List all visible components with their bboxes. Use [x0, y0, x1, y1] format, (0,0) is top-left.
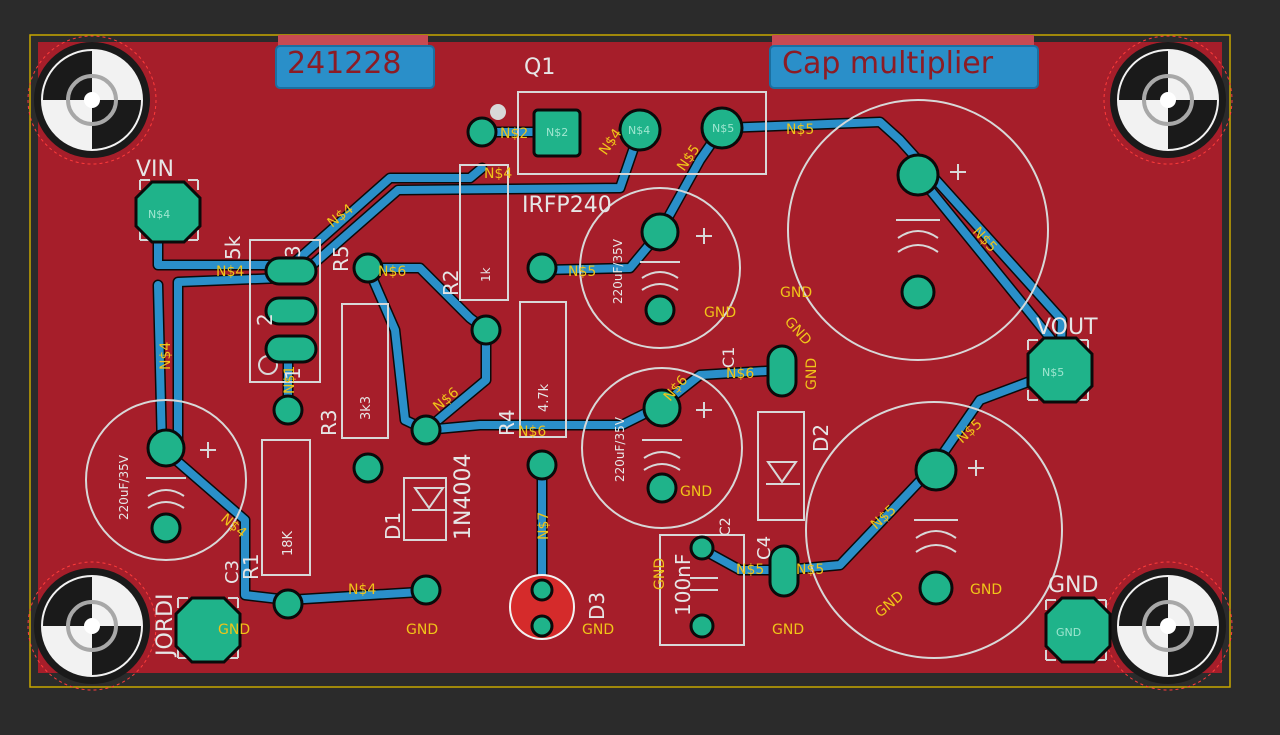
svg-text:N$4: N$4: [158, 342, 174, 370]
svg-text:R5: R5: [329, 245, 353, 272]
svg-text:N$5: N$5: [712, 122, 734, 135]
svg-text:220uF/35V: 220uF/35V: [613, 416, 627, 482]
silkscreen: [85, 91, 1107, 661]
svg-text:N$7: N$7: [536, 512, 552, 540]
svg-text:C3: C3: [222, 560, 243, 584]
pad-net-labels: N$4 N$5 GND N$2 N$4 N$5: [148, 122, 1081, 639]
svg-text:N$2: N$2: [500, 126, 528, 142]
svg-text:N$4: N$4: [628, 124, 650, 137]
mounting-holes: [27, 35, 1233, 691]
svg-text:220uF/35V: 220uF/35V: [611, 238, 625, 304]
svg-text:1: 1: [281, 367, 305, 380]
svg-text:N$5: N$5: [736, 562, 764, 578]
pads: [134, 106, 1112, 664]
svg-text:N$4: N$4: [148, 208, 170, 221]
jordi-gnd-pad: [174, 596, 242, 664]
svg-text:3: 3: [281, 245, 305, 258]
svg-text:N$5: N$5: [796, 562, 824, 578]
project-title: Cap multiplier: [782, 46, 994, 81]
svg-text:N$1: N$1: [282, 366, 298, 394]
svg-text:GND: GND: [218, 622, 250, 638]
svg-text:100nF: 100nF: [671, 554, 695, 616]
svg-text:3k3: 3k3: [359, 396, 374, 420]
svg-text:GND: GND: [804, 358, 820, 390]
svg-text:1k: 1k: [479, 267, 493, 282]
svg-text:R2: R2: [439, 269, 463, 296]
svg-text:IRFP240: IRFP240: [522, 193, 612, 218]
refdes-labels: Q1 IRFP240 VIN VOUT GND R5 5k R2 1k R3 3…: [117, 55, 1098, 658]
svg-text:C2: C2: [718, 517, 734, 536]
svg-text:GND: GND: [680, 484, 712, 500]
svg-text:N$5: N$5: [568, 264, 596, 280]
project-banner-box: [769, 45, 1039, 89]
board-outline: [29, 34, 1231, 688]
svg-text:VIN: VIN: [136, 157, 174, 182]
svg-text:GND: GND: [406, 622, 438, 638]
svg-text:N$6: N$6: [726, 366, 754, 382]
svg-text:N$6: N$6: [378, 264, 406, 280]
svg-text:GND: GND: [970, 582, 1002, 598]
svg-text:GND: GND: [1048, 573, 1098, 598]
q1-pad-3: [700, 106, 744, 150]
svg-text:GND: GND: [1056, 626, 1081, 639]
vout-pad: [1026, 336, 1094, 404]
svg-text:JORDI: JORDI: [153, 593, 178, 658]
svg-text:4.7k: 4.7k: [537, 383, 552, 412]
svg-text:N$6: N$6: [518, 424, 546, 440]
svg-text:C4: C4: [754, 536, 775, 560]
svg-text:R4: R4: [495, 409, 519, 436]
vin-pad: [134, 180, 202, 244]
svg-text:18K: 18K: [281, 530, 296, 556]
svg-text:GND: GND: [772, 622, 804, 638]
svg-text:N$4: N$4: [348, 582, 376, 598]
svg-text:GND: GND: [582, 622, 614, 638]
svg-text:GND: GND: [704, 305, 736, 321]
svg-text:R3: R3: [317, 409, 341, 436]
date-banner-box: [275, 45, 435, 89]
svg-text:R1: R1: [239, 553, 263, 580]
svg-text:D3: D3: [585, 592, 609, 620]
svg-text:GND: GND: [652, 558, 668, 590]
q1-pad-1: [532, 108, 582, 158]
svg-text:N$5: N$5: [786, 122, 814, 138]
svg-text:C1: C1: [719, 347, 738, 368]
svg-text:5k: 5k: [221, 235, 245, 260]
svg-text:Q1: Q1: [524, 55, 555, 80]
svg-text:1N4004: 1N4004: [451, 454, 476, 540]
svg-text:GND: GND: [780, 285, 812, 301]
svg-text:N$4: N$4: [216, 264, 244, 280]
svg-text:VOUT: VOUT: [1036, 315, 1098, 340]
svg-text:2: 2: [253, 313, 277, 326]
project-banner: [772, 35, 1034, 47]
q1-pad-2: [618, 108, 662, 152]
svg-text:N$2: N$2: [546, 126, 568, 139]
svg-text:220uF/35V: 220uF/35V: [117, 454, 131, 520]
svg-text:D2: D2: [809, 424, 833, 452]
led-d3: [509, 574, 575, 640]
svg-text:D1: D1: [381, 512, 405, 540]
date-label: 241228: [287, 46, 402, 81]
svg-text:N$4: N$4: [484, 166, 512, 182]
date-banner: [278, 35, 428, 47]
svg-text:N$5: N$5: [1042, 366, 1064, 379]
gnd-pad: [1044, 596, 1112, 664]
